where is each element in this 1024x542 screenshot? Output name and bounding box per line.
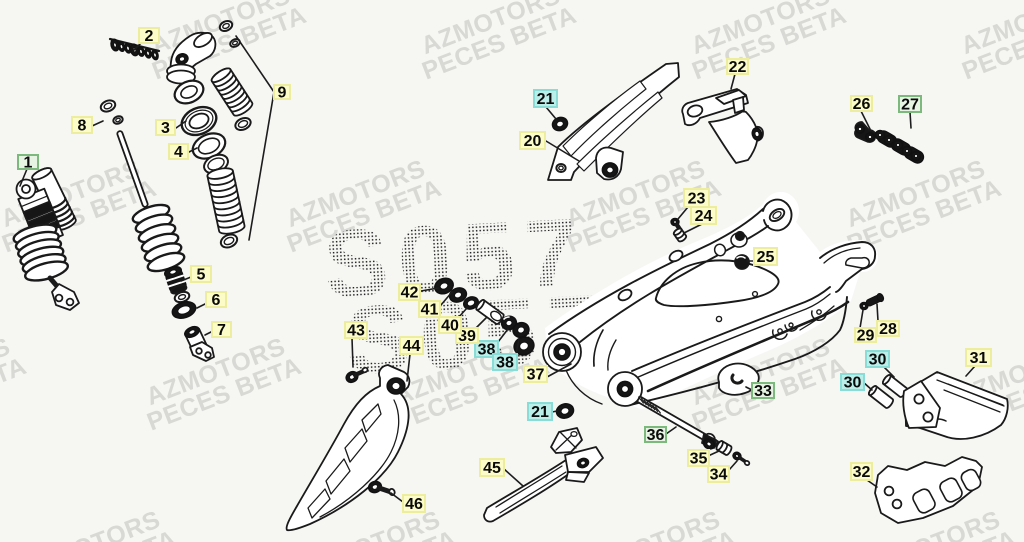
svg-text:21: 21 — [537, 91, 555, 108]
svg-text:8: 8 — [78, 118, 87, 135]
svg-text:3: 3 — [161, 120, 170, 137]
svg-text:30: 30 — [869, 352, 887, 369]
svg-text:38: 38 — [496, 355, 514, 372]
svg-text:25: 25 — [757, 249, 775, 266]
svg-text:26: 26 — [853, 96, 871, 113]
svg-text:9: 9 — [278, 85, 287, 102]
svg-text:23: 23 — [688, 191, 706, 208]
svg-text:42: 42 — [401, 285, 419, 302]
svg-text:31: 31 — [970, 350, 988, 367]
svg-text:5: 5 — [197, 267, 206, 284]
svg-text:43: 43 — [347, 323, 365, 340]
svg-text:39: 39 — [458, 328, 476, 345]
svg-text:41: 41 — [421, 302, 439, 319]
svg-text:38: 38 — [478, 342, 496, 359]
svg-text:1: 1 — [24, 155, 33, 172]
svg-text:27: 27 — [901, 97, 919, 114]
svg-text:2: 2 — [145, 28, 154, 45]
svg-text:22: 22 — [729, 59, 747, 76]
svg-text:35: 35 — [690, 451, 708, 468]
svg-text:33: 33 — [754, 383, 772, 400]
svg-text:45: 45 — [483, 460, 501, 477]
svg-text:6: 6 — [212, 292, 221, 309]
svg-text:30: 30 — [844, 375, 862, 392]
svg-text:44: 44 — [403, 338, 421, 355]
svg-text:7: 7 — [217, 322, 226, 339]
svg-text:24: 24 — [695, 208, 713, 225]
svg-text:36: 36 — [647, 427, 665, 444]
svg-text:46: 46 — [405, 496, 423, 513]
svg-text:37: 37 — [527, 367, 545, 384]
svg-text:34: 34 — [710, 467, 728, 484]
svg-text:29: 29 — [857, 328, 875, 345]
svg-text:21: 21 — [531, 404, 549, 421]
svg-text:32: 32 — [853, 464, 871, 481]
svg-text:40: 40 — [441, 318, 459, 335]
svg-text:20: 20 — [524, 133, 542, 150]
svg-text:28: 28 — [879, 321, 897, 338]
svg-text:4: 4 — [174, 144, 183, 161]
